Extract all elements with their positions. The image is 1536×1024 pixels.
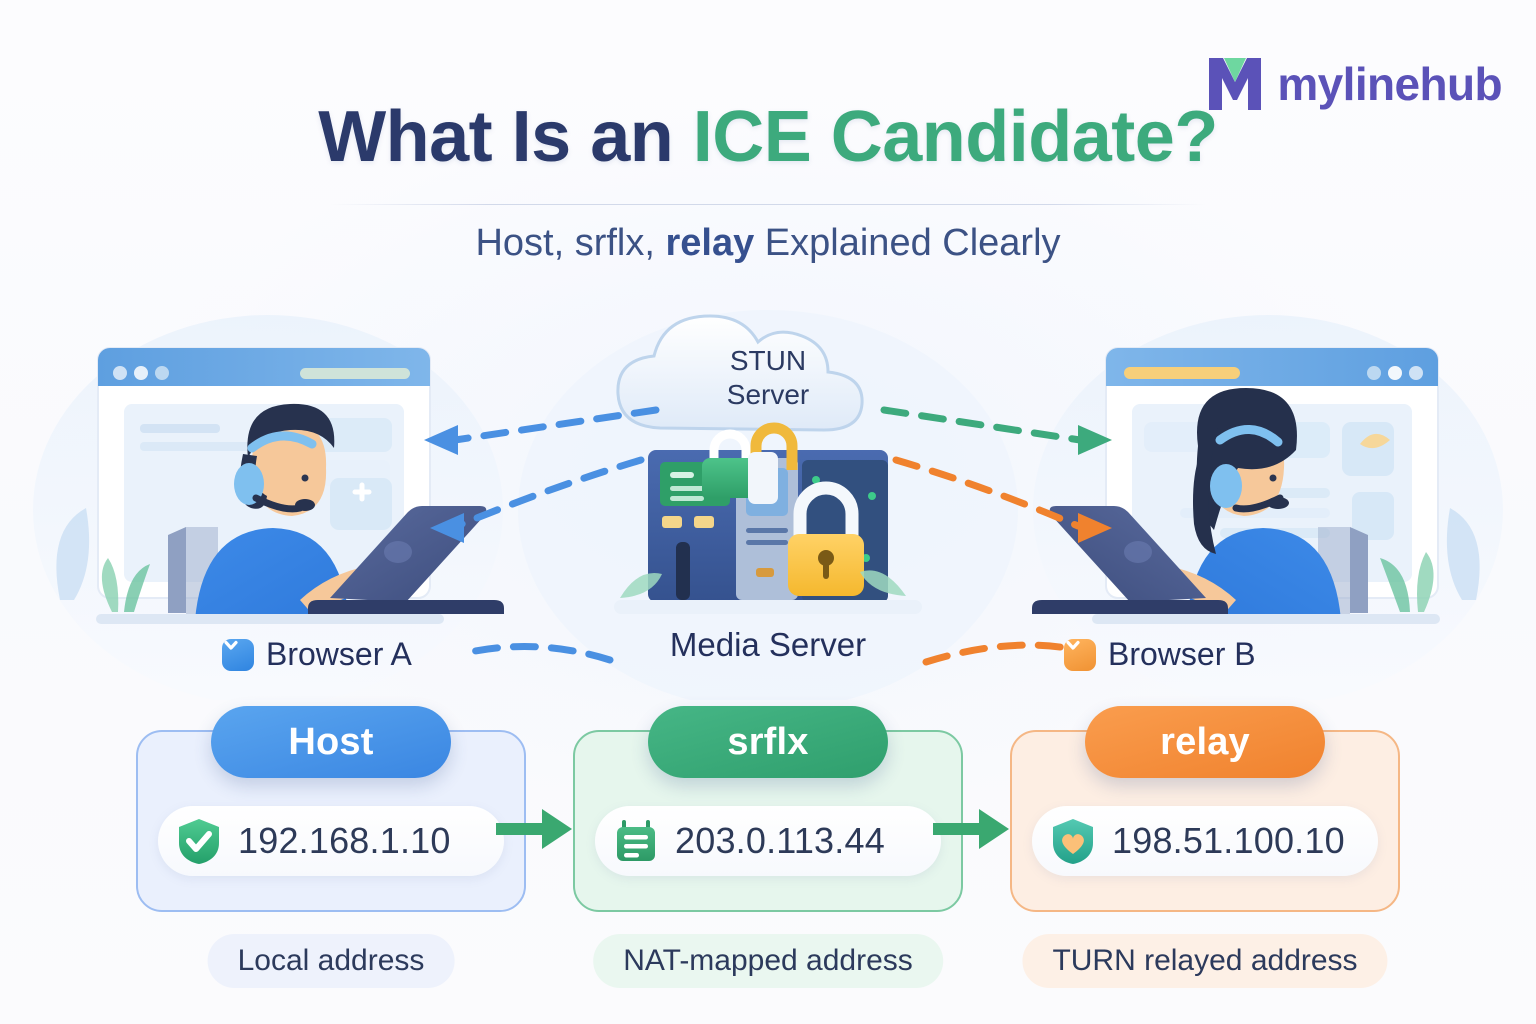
stun-server-label: STUN Server [640,344,896,412]
header-divider [330,204,1206,205]
browser-b-lower-curve [922,641,1082,666]
candidate-card-relay[interactable]: relay 198.51.100.10 TURN relayed address [1010,706,1400,988]
srflx-value: 203.0.113.44 [675,820,885,861]
diagram-illustration: STUN Server Media Server Browser A Brows… [0,300,1536,700]
media-server-illustration [614,422,922,614]
relay-value-row: 198.51.100.10 [1032,806,1378,876]
stun-label-line1: STUN [729,345,807,376]
white-lock-icon [748,422,798,504]
browser-a-lower-curve [466,643,614,664]
green-lock-icon [702,429,758,498]
stun-server-cloud [616,314,864,432]
srflx-badge: srflx [648,706,888,778]
yellow-lock-icon [788,481,864,596]
subtitle-suffix: Explained Clearly [754,222,1061,264]
browser-b-illustration [1032,347,1480,624]
subtitle-strong: relay [665,222,755,264]
relay-badge: relay [1085,706,1325,778]
stun-to-browser-a-line [451,406,660,444]
title-accent: ICE Candidate [692,97,1175,177]
brand-logo[interactable]: mylinehub [1203,52,1503,116]
host-value-row: 192.168.1.10 [158,806,504,876]
host-caption: Local address [207,934,455,988]
candidate-card-host[interactable]: Host 192.168.1.10 Local address [136,706,526,988]
srflx-value-row: 203.0.113.44 [595,806,941,876]
srflx-to-relay-arrow [933,809,1009,849]
browser-b-status-badge [1064,638,1096,671]
relay-caption: TURN relayed address [1022,934,1388,988]
browser-a-label: Browser A [222,636,412,673]
media-to-browser-a-line [458,456,645,528]
browser-b-label-text: Browser B [1108,636,1256,672]
browser-b-label: Browser B [1064,636,1256,673]
host-value: 192.168.1.10 [238,820,451,861]
chevron-down-icon [224,640,238,650]
browser-a-status-badge [222,638,254,671]
host-to-srflx-arrow [496,809,572,849]
connector-arrowheads [424,425,1112,543]
stun-label-line2: Server [726,379,810,411]
logo-wordmark: mylinehub [1277,58,1502,110]
shield-check-icon [179,819,219,864]
media-server-label: Media Server [669,626,867,663]
connector-group [451,406,1084,666]
host-badge: Host [211,706,451,778]
subtitle-prefix: Host, srflx, [475,222,666,264]
browser-a-label-text: Browser A [266,636,412,672]
page-subtitle: Host, srflx, relay Explained Clearly [0,222,1536,265]
header: What Is an ICE Candidate? Host, srflx, r… [0,0,1536,300]
diagram-graphics [33,310,1503,700]
m-monogram-icon [1209,58,1262,110]
browser-a-illustration [56,347,504,624]
title-question-mark: ? [1174,97,1218,177]
stun-to-browser-b-line [880,406,1084,444]
clipboard-document-icon [617,820,655,861]
relay-value: 198.51.100.10 [1112,820,1345,861]
candidate-card-srflx[interactable]: srflx 203.0.113.44 NAT-mapped address [573,706,963,988]
title-prefix: What Is an [318,97,693,177]
chevron-down-icon [1066,640,1080,650]
srflx-caption: NAT-mapped address [593,934,943,988]
shield-heart-icon [1053,819,1093,864]
media-to-browser-b-line [892,456,1082,530]
candidate-cards: Host 192.168.1.10 Local address srflx [0,706,1536,988]
page-title: What Is an ICE Candidate? [0,96,1536,178]
